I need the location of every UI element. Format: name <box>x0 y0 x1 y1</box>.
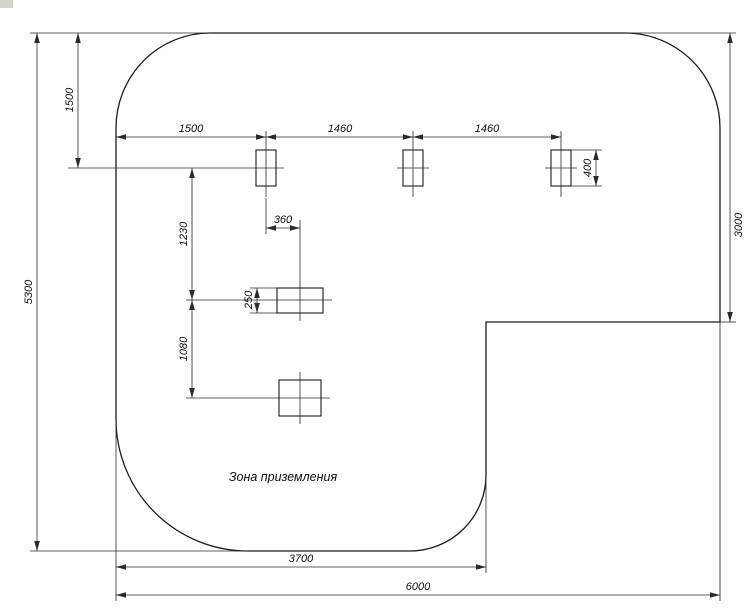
screen-corner-artifact <box>0 0 13 8</box>
dim-label-span-post-1-2: 1460 <box>328 123 353 135</box>
dim-label-post-size: 400 <box>582 158 594 177</box>
zone-label: Зона приземления <box>229 470 338 484</box>
dim-label-height-right: 3000 <box>733 212 745 237</box>
dim-label-span-post-2-3: 1460 <box>475 123 500 135</box>
posts <box>116 131 577 197</box>
extension-lines <box>30 32 736 601</box>
dim-label-pad-height: 250 <box>243 290 255 310</box>
dim-label-offset-360: 360 <box>274 214 293 226</box>
dim-label-gap-1230: 1230 <box>178 221 190 246</box>
dim-label-height-total: 5300 <box>23 279 35 304</box>
dim-label-width-lower: 3700 <box>289 553 314 565</box>
dim-label-span-left-post: 1500 <box>179 123 204 135</box>
dimension-lines <box>34 33 733 598</box>
dim-label-gap-1080: 1080 <box>178 336 190 361</box>
dim-label-width-total: 6000 <box>406 581 431 593</box>
dim-label-offset-top: 1500 <box>64 87 76 112</box>
dimension-labels: 1500 1460 1460 1500 5300 3000 400 360 12… <box>23 87 745 593</box>
